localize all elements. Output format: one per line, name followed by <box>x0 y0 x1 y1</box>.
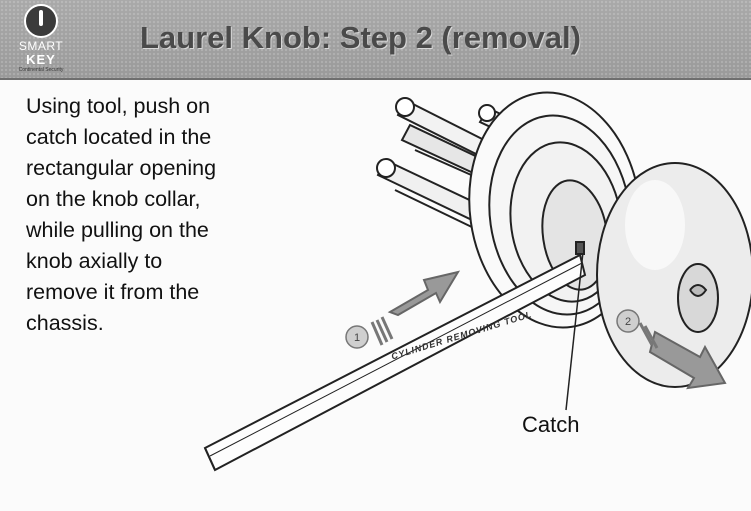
smart-key-logo: SMART KEY Continental Security <box>10 3 72 75</box>
logo-tagline: Continental Security <box>18 67 64 73</box>
instruction-line: knob axially to <box>26 249 163 273</box>
key-circle-icon <box>24 4 58 38</box>
page-title: Laurel Knob: Step 2 (removal) <box>140 20 581 55</box>
catch-label: Catch <box>522 412 580 437</box>
instruction-line: chassis. <box>26 311 104 335</box>
header-banner: SMART KEY Continental Security Laurel Kn… <box>0 0 751 80</box>
catch-leader-line <box>565 251 584 411</box>
logo-text-key: KEY <box>26 52 56 67</box>
door-knob <box>596 162 751 388</box>
instruction-line: Using tool, push on <box>26 94 211 118</box>
instruction-line: on the knob collar, <box>26 187 201 211</box>
catch-opening <box>575 241 585 255</box>
knob-removal-illustration: 1 2 <box>203 91 751 472</box>
logo-text-smart: SMART <box>18 39 64 53</box>
instruction-text: Using tool, push on catch located in the… <box>26 91 276 339</box>
pull-arrow-2 <box>616 309 727 390</box>
instruction-line: catch located in the <box>26 125 212 149</box>
push-arrow-1 <box>345 270 461 349</box>
instruction-line: rectangular opening <box>26 156 217 180</box>
instruction-line: remove it from the <box>26 280 200 304</box>
cylinder-removing-tool <box>203 253 587 472</box>
instruction-line: while pulling on the <box>26 218 209 242</box>
step-2-number: 2 <box>625 316 631 328</box>
step-1-number: 1 <box>354 332 360 344</box>
